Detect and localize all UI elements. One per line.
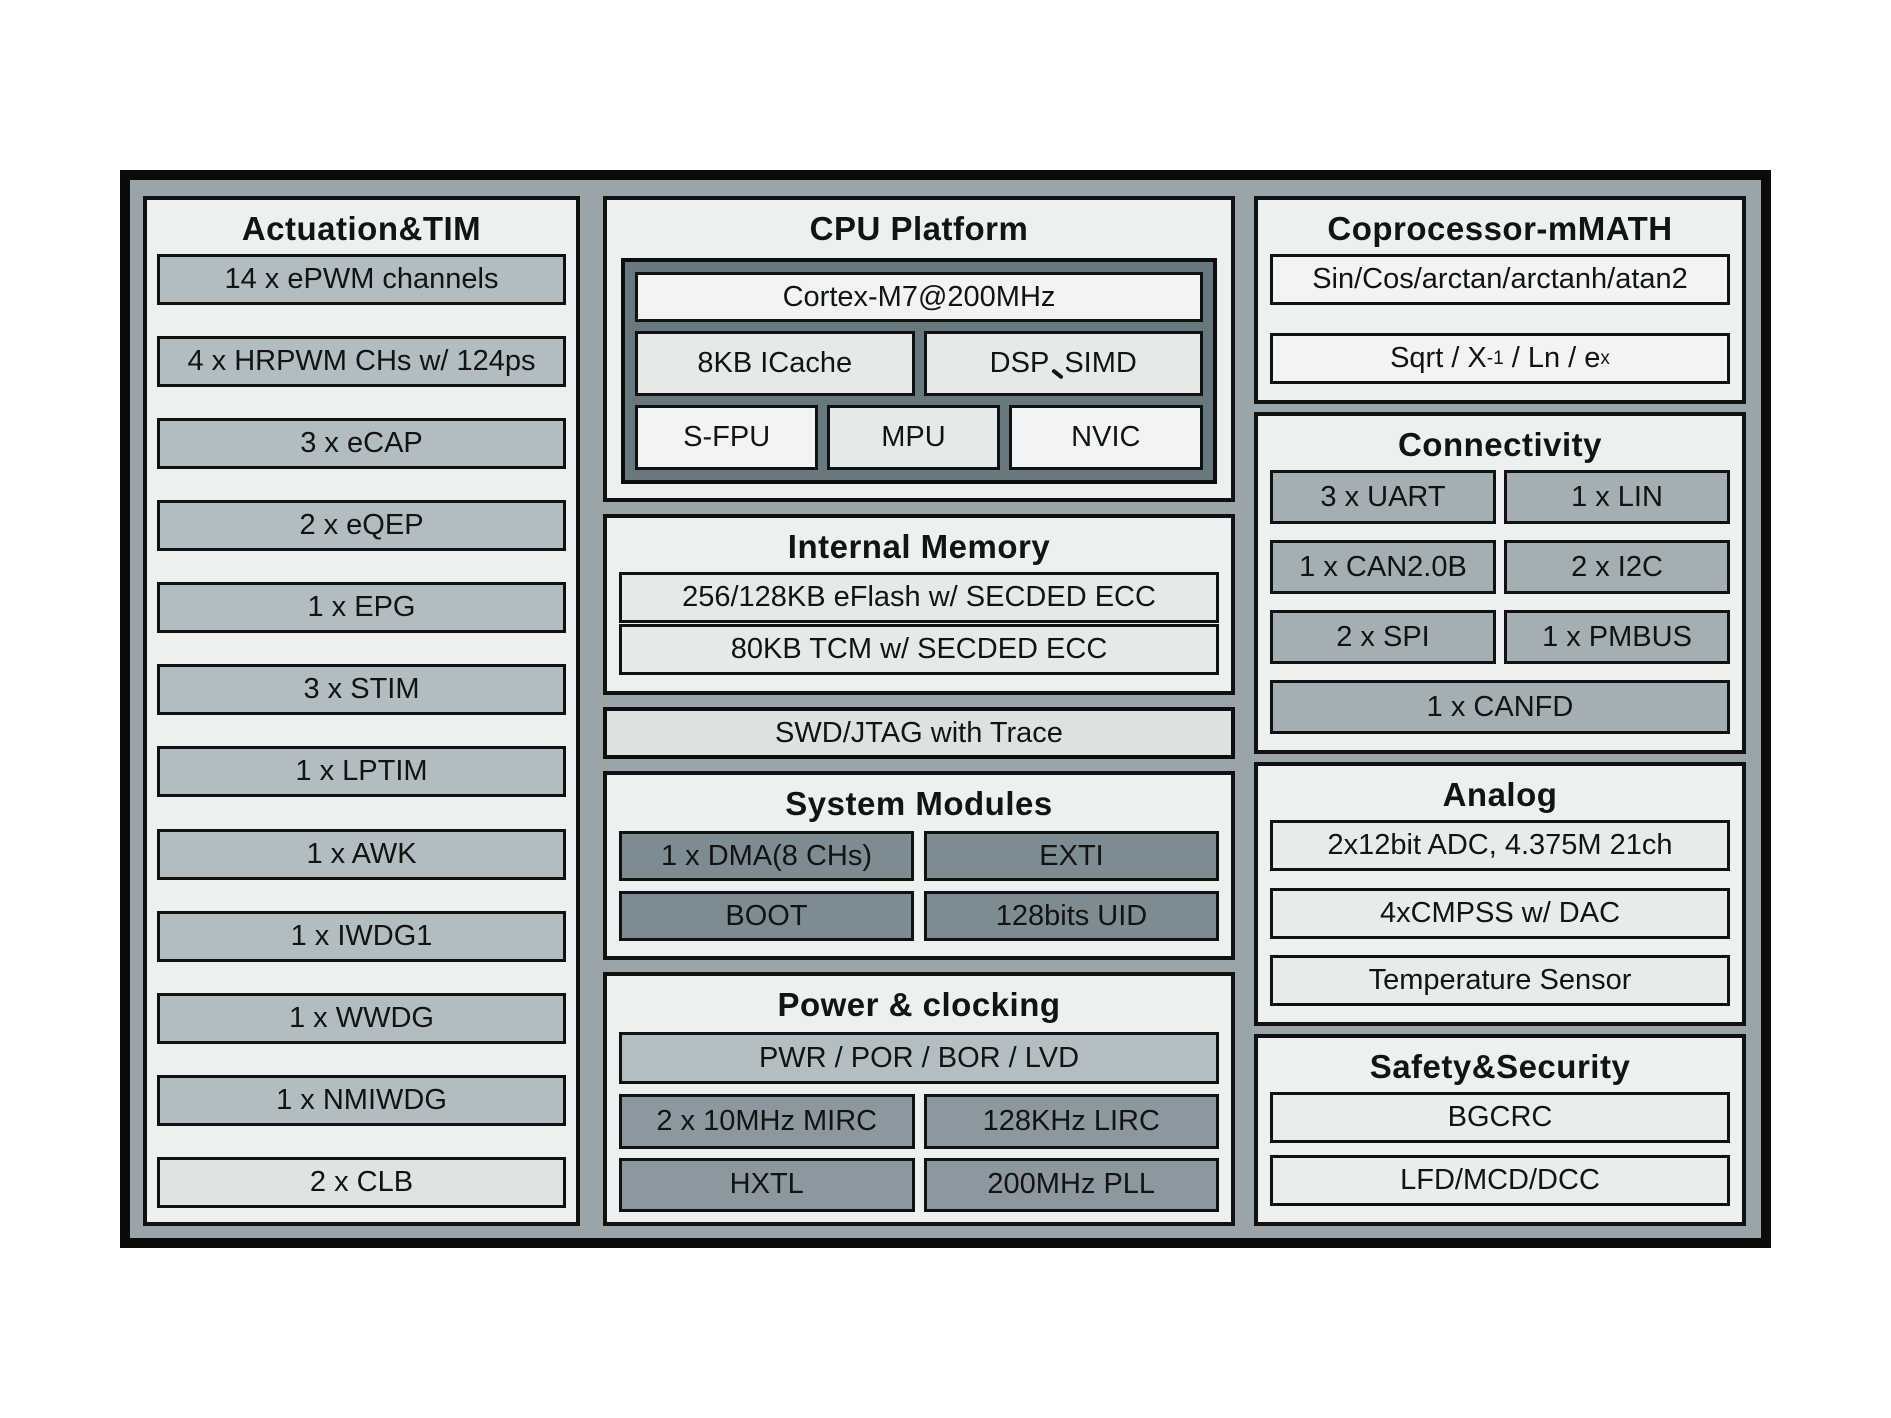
block-bgcrc: BGCRC [1270, 1092, 1730, 1143]
block-exti: EXTI [924, 831, 1219, 881]
block-sfpu: S-FPU [635, 405, 819, 470]
block-uart: 3 x UART [1270, 470, 1496, 524]
simd-label: SIMD [1064, 347, 1137, 379]
block-dsp-simd: DSP SIMD [923, 331, 1203, 396]
panel-title-memory: Internal Memory [787, 528, 1051, 565]
item-lptim: 1 x LPTIM [157, 746, 566, 798]
block-temp-sensor: Temperature Sensor [1270, 955, 1730, 1006]
item-epwm: 14 x ePWM channels [157, 254, 566, 305]
cpu-core-container: Cortex-M7@200MHz 8KB ICache DSP SIMD S-FP… [621, 258, 1217, 484]
panel-title-safety: Safety&Security [1369, 1048, 1631, 1085]
item-stim: 3 x STIM [157, 664, 566, 716]
panel-title-power: Power & clocking [777, 986, 1061, 1023]
sqrt-base2: / Ln / e [1503, 342, 1601, 374]
block-trig-functions: Sin/Cos/arctan/arctanh/atan2 [1270, 254, 1730, 305]
block-spi: 2 x SPI [1270, 610, 1496, 664]
block-icache: 8KB ICache [635, 331, 915, 396]
block-lfd-mcd-dcc: LFD/MCD/DCC [1270, 1155, 1730, 1206]
cpu-core-row: Cortex-M7@200MHz [635, 272, 1203, 322]
panel-actuation-tim: Actuation&TIM 14 x ePWM channels 4 x HRP… [143, 196, 580, 1226]
block-can20b: 1 x CAN2.0B [1270, 540, 1496, 594]
item-epg: 1 x EPG [157, 582, 566, 634]
block-mirc: 2 x 10MHz MIRC [619, 1094, 915, 1149]
panel-coprocessor: Coprocessor-mMATH Sin/Cos/arctan/arctanh… [1254, 196, 1746, 404]
safety-item-list: BGCRC LFD/MCD/DCC [1258, 1086, 1742, 1222]
panel-cpu-platform: CPU Platform Cortex-M7@200MHz 8KB ICache… [603, 196, 1235, 502]
panel-title-system: System Modules [785, 785, 1053, 822]
block-nvic: NVIC [1008, 405, 1203, 470]
block-cmpss: 4xCMPSS w/ DAC [1270, 887, 1730, 939]
item-nmiwdg: 1 x NMIWDG [157, 1074, 566, 1126]
power-grid: 2 x 10MHz MIRC 128KHz LIRC HXTL 200MHz P… [619, 1094, 1219, 1212]
item-iwdg: 1 x IWDG1 [157, 910, 566, 962]
coprocessor-item-list: Sin/Cos/arctan/arctanh/atan2 Sqrt / X-1 … [1258, 248, 1742, 400]
block-uid: 128bits UID [924, 891, 1219, 941]
panel-analog: Analog 2x12bit ADC, 4.375M 21ch 4xCMPSS … [1254, 762, 1746, 1026]
column-cpu: CPU Platform Cortex-M7@200MHz 8KB ICache… [603, 196, 1235, 1226]
item-eqep: 2 x eQEP [157, 500, 566, 552]
block-i2c: 2 x I2C [1504, 540, 1730, 594]
column-peripherals: Coprocessor-mMATH Sin/Cos/arctan/arctanh… [1254, 196, 1746, 1226]
panel-safety-security: Safety&Security BGCRC LFD/MCD/DCC [1254, 1034, 1746, 1226]
panel-title-actuation: Actuation&TIM [241, 210, 482, 247]
block-eflash: 256/128KB eFlash w/ SECDED ECC [619, 572, 1219, 623]
block-mpu: MPU [827, 405, 1000, 470]
block-cortex-m7: Cortex-M7@200MHz [635, 272, 1203, 322]
cpu-cache-row: 8KB ICache DSP SIMD [635, 331, 1203, 396]
analog-item-list: 2x12bit ADC, 4.375M 21ch 4xCMPSS w/ DAC … [1258, 814, 1742, 1022]
item-hrpwm: 4 x HRPWM CHs w/ 124ps [157, 336, 566, 388]
column-actuation: Actuation&TIM 14 x ePWM channels 4 x HRP… [143, 196, 580, 1226]
system-grid: 1 x DMA(8 CHs) EXTI BOOT 128bits UID [619, 831, 1219, 941]
block-lirc: 128KHz LIRC [923, 1094, 1219, 1149]
dsp-label: DSP [989, 347, 1050, 379]
memory-item-list: 256/128KB eFlash w/ SECDED ECC 80KB TCM … [607, 566, 1231, 691]
block-lin: 1 x LIN [1504, 470, 1730, 524]
cpu-unit-row: S-FPU MPU NVIC [635, 405, 1203, 470]
chip-outline: Actuation&TIM 14 x ePWM channels 4 x HRP… [120, 170, 1771, 1248]
panel-title-cpu: CPU Platform [809, 210, 1029, 247]
panel-internal-memory: Internal Memory 256/128KB eFlash w/ SECD… [603, 514, 1235, 695]
block-canfd: 1 x CANFD [1270, 680, 1730, 734]
block-hxtl: HXTL [619, 1157, 915, 1212]
block-pwr-por-bor-lvd: PWR / POR / BOR / LVD [619, 1032, 1219, 1084]
sqrt-base1: Sqrt / X [1390, 342, 1487, 374]
block-boot: BOOT [619, 891, 914, 941]
panel-title-analog: Analog [1442, 776, 1558, 813]
item-wwdg: 1 x WWDG [157, 992, 566, 1044]
block-tcm: 80KB TCM w/ SECDED ECC [619, 624, 1219, 675]
item-clb: 2 x CLB [157, 1156, 566, 1208]
block-swd-jtag: SWD/JTAG with Trace [603, 707, 1235, 759]
block-pll: 200MHz PLL [923, 1157, 1219, 1212]
block-adc: 2x12bit ADC, 4.375M 21ch [1270, 820, 1730, 871]
block-pmbus: 1 x PMBUS [1504, 610, 1730, 664]
item-awk: 1 x AWK [157, 828, 566, 880]
panel-system-modules: System Modules 1 x DMA(8 CHs) EXTI BOOT … [603, 771, 1235, 960]
ideographic-comma [1049, 349, 1064, 379]
block-dma: 1 x DMA(8 CHs) [619, 831, 914, 881]
connectivity-grid: 3 x UART 1 x LIN 1 x CAN2.0B 2 x I2C 2 x… [1270, 470, 1730, 734]
panel-connectivity: Connectivity 3 x UART 1 x LIN 1 x CAN2.0… [1254, 412, 1746, 754]
item-ecap: 3 x eCAP [157, 418, 566, 470]
panel-title-connectivity: Connectivity [1397, 426, 1603, 463]
actuation-item-list: 14 x ePWM channels 4 x HRPWM CHs w/ 124p… [147, 248, 576, 1222]
panel-title-coprocessor: Coprocessor-mMATH [1327, 210, 1673, 247]
panel-power-clocking: Power & clocking PWR / POR / BOR / LVD 2… [603, 972, 1235, 1226]
